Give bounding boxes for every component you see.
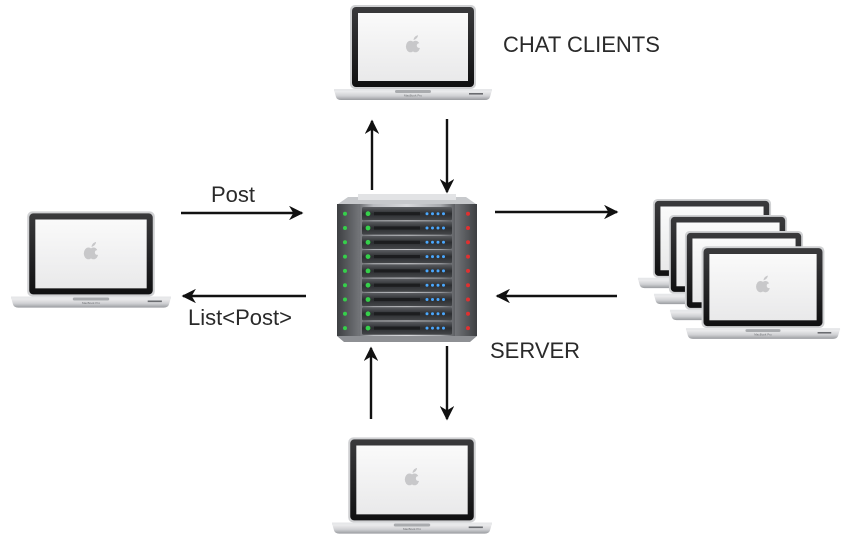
server-unit bbox=[362, 292, 452, 307]
status-led bbox=[466, 268, 470, 273]
server-unit bbox=[362, 207, 452, 221]
status-led bbox=[466, 240, 470, 245]
chat-clients-label: CHAT CLIENTS bbox=[503, 32, 660, 57]
status-led bbox=[343, 283, 347, 288]
status-led bbox=[343, 311, 347, 316]
status-led bbox=[466, 254, 470, 259]
arrows bbox=[181, 119, 619, 421]
status-led bbox=[466, 226, 470, 230]
server-rack-icon bbox=[337, 194, 477, 342]
server-unit bbox=[362, 249, 452, 264]
status-led bbox=[466, 211, 470, 216]
post-label: Post bbox=[211, 182, 255, 207]
status-led bbox=[343, 240, 347, 245]
server-unit bbox=[362, 221, 452, 235]
status-led bbox=[343, 268, 347, 273]
status-led bbox=[343, 254, 347, 259]
server-unit bbox=[362, 264, 452, 278]
status-led bbox=[343, 211, 347, 216]
chat-client-top bbox=[334, 5, 492, 100]
server-unit bbox=[362, 321, 452, 335]
server-unit bbox=[362, 278, 452, 292]
server-unit bbox=[362, 235, 452, 249]
server-unit bbox=[362, 307, 452, 321]
status-led bbox=[466, 297, 470, 302]
status-led bbox=[466, 283, 470, 288]
list-post-label: List<Post> bbox=[188, 305, 292, 330]
chat-client-left bbox=[11, 211, 171, 308]
status-led bbox=[343, 226, 347, 230]
chat-client-bottom bbox=[332, 437, 492, 534]
chat-client-group-right bbox=[637, 199, 841, 339]
server-label: SERVER bbox=[490, 338, 580, 363]
status-led bbox=[343, 326, 347, 331]
status-led bbox=[343, 297, 347, 302]
status-led bbox=[466, 311, 470, 316]
status-led bbox=[466, 326, 470, 331]
